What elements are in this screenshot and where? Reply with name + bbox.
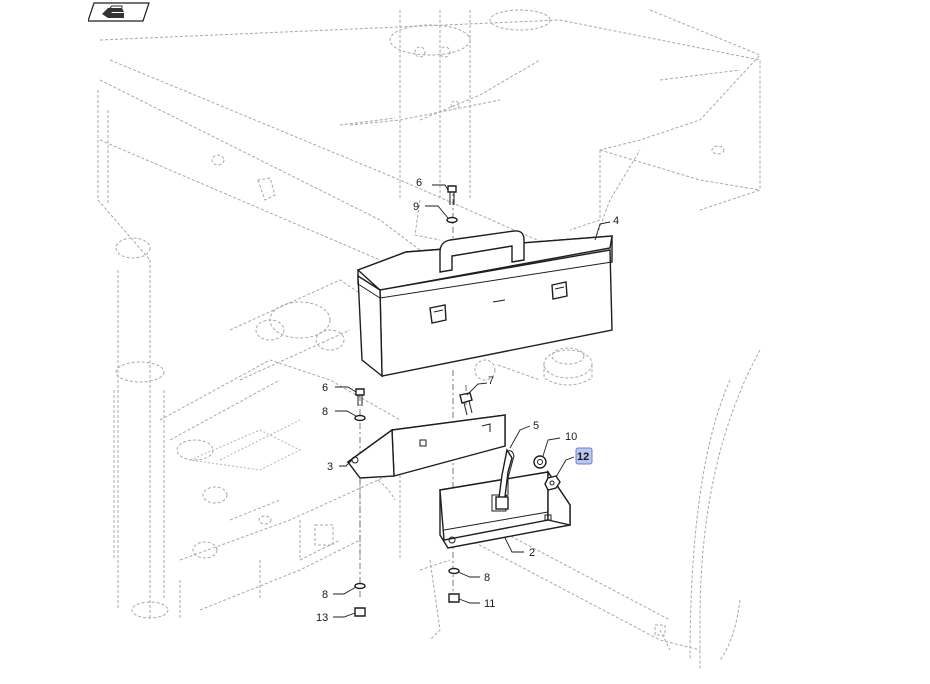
callout-7[interactable]: 7 [488, 375, 494, 387]
hairpin-clip-part-5 [495, 448, 515, 510]
callout-9[interactable]: 9 [413, 201, 419, 213]
callout-8-bottom-right[interactable]: 8 [484, 572, 490, 584]
callout-12-highlighted[interactable]: 12 [575, 447, 593, 465]
nav-back-button[interactable] [87, 2, 150, 22]
callout-highlight-box [575, 447, 593, 465]
callout-5[interactable]: 5 [533, 420, 539, 432]
toolbox-part-4 [356, 230, 613, 378]
fastener-bolts [354, 185, 561, 617]
callout-13[interactable]: 13 [316, 612, 328, 624]
callout-4[interactable]: 4 [613, 215, 619, 227]
book-page-icon [87, 2, 150, 22]
callout-11[interactable]: 11 [484, 598, 495, 610]
callout-10[interactable]: 10 [565, 431, 577, 443]
callout-8-mid[interactable]: 8 [322, 406, 328, 418]
bracket-part-2 [439, 469, 571, 549]
callout-8-bottom-left[interactable]: 8 [322, 589, 328, 601]
callout-leader-lines [333, 184, 611, 618]
callout-6-top[interactable]: 6 [416, 177, 422, 189]
bracket-part-3 [346, 414, 506, 479]
callout-6-mid[interactable]: 6 [322, 382, 328, 394]
callout-labels: 6 9 4 7 6 8 3 5 10 12 2 8 8 11 13 [316, 177, 619, 624]
callout-2[interactable]: 2 [529, 547, 535, 559]
callout-12[interactable]: 12 [577, 451, 589, 463]
callout-3[interactable]: 3 [327, 461, 333, 473]
machine-frame-background [97, 9, 761, 670]
